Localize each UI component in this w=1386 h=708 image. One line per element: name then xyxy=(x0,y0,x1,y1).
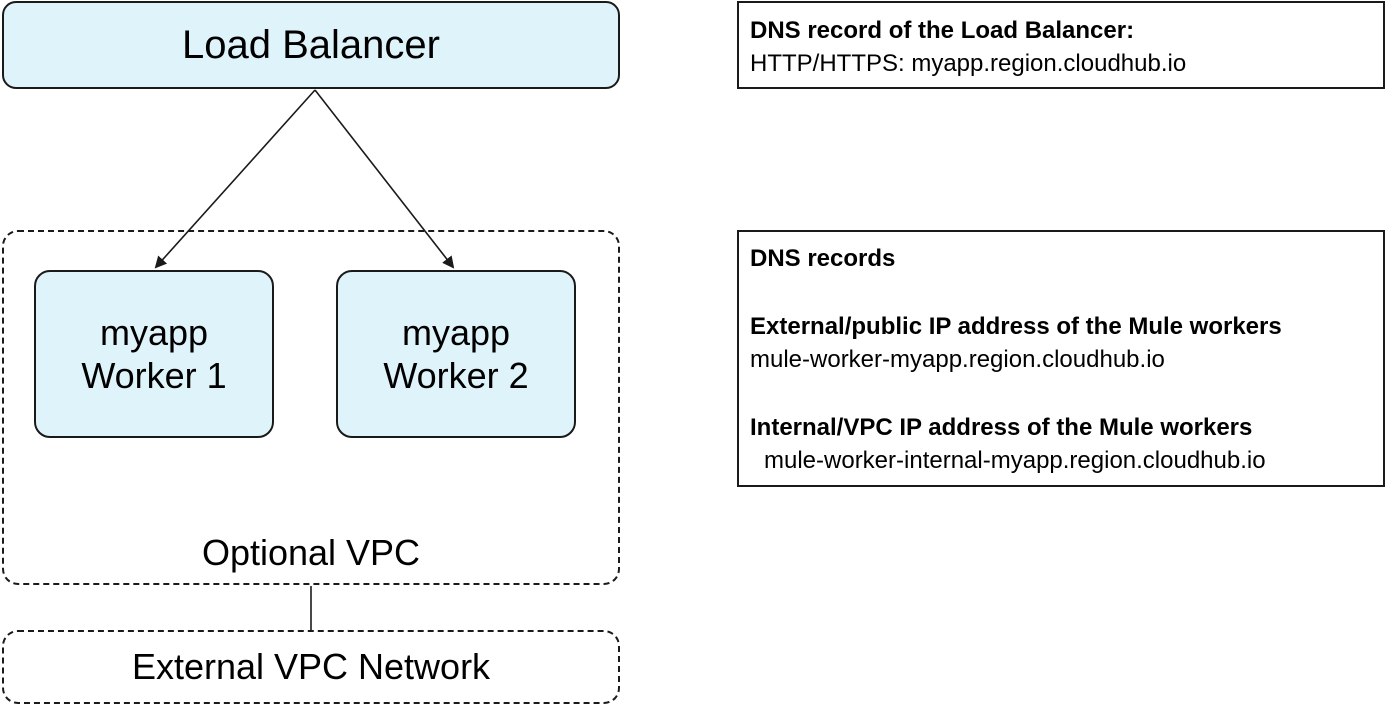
dns-records-heading: DNS records xyxy=(750,245,896,272)
lb-dns-info-box: DNS record of the Load Balancer: HTTP/HT… xyxy=(737,1,1385,89)
worker-1-label: Worker 1 xyxy=(81,355,227,396)
optional-vpc-label: Optional VPC xyxy=(201,532,421,573)
dns-records-info-box: DNS records External/public IP address o… xyxy=(737,230,1385,487)
internal-ip-heading: Internal/VPC IP address of the Mule work… xyxy=(750,414,1253,441)
optional-vpc-container xyxy=(2,230,620,585)
load-balancer-node: Load Balancer xyxy=(2,1,620,89)
worker-2-label: Worker 2 xyxy=(383,355,529,396)
load-balancer-label: Load Balancer xyxy=(182,23,440,67)
worker-2-node: myapp Worker 2 xyxy=(336,270,576,438)
lb-dns-heading: DNS record of the Load Balancer: xyxy=(750,17,1135,44)
lb-dns-value: HTTP/HTTPS: myapp.region.cloudhub.io xyxy=(750,50,1187,77)
worker-1-node: myapp Worker 1 xyxy=(34,270,274,438)
external-vpc-network-node: External VPC Network xyxy=(2,630,620,704)
external-vpc-network-label: External VPC Network xyxy=(131,646,491,687)
arrow-lb-to-worker-2 xyxy=(314,89,455,269)
external-ip-value: mule-worker-myapp.region.cloudhub.io xyxy=(750,346,1165,373)
arrow-lb-to-worker-1 xyxy=(154,89,316,269)
external-ip-heading: External/public IP address of the Mule w… xyxy=(750,313,1282,340)
worker-2-app-name: myapp xyxy=(401,311,511,353)
internal-ip-value: mule-worker-internal-myapp.region.cloudh… xyxy=(764,447,1266,474)
worker-1-app-name: myapp xyxy=(99,311,209,353)
